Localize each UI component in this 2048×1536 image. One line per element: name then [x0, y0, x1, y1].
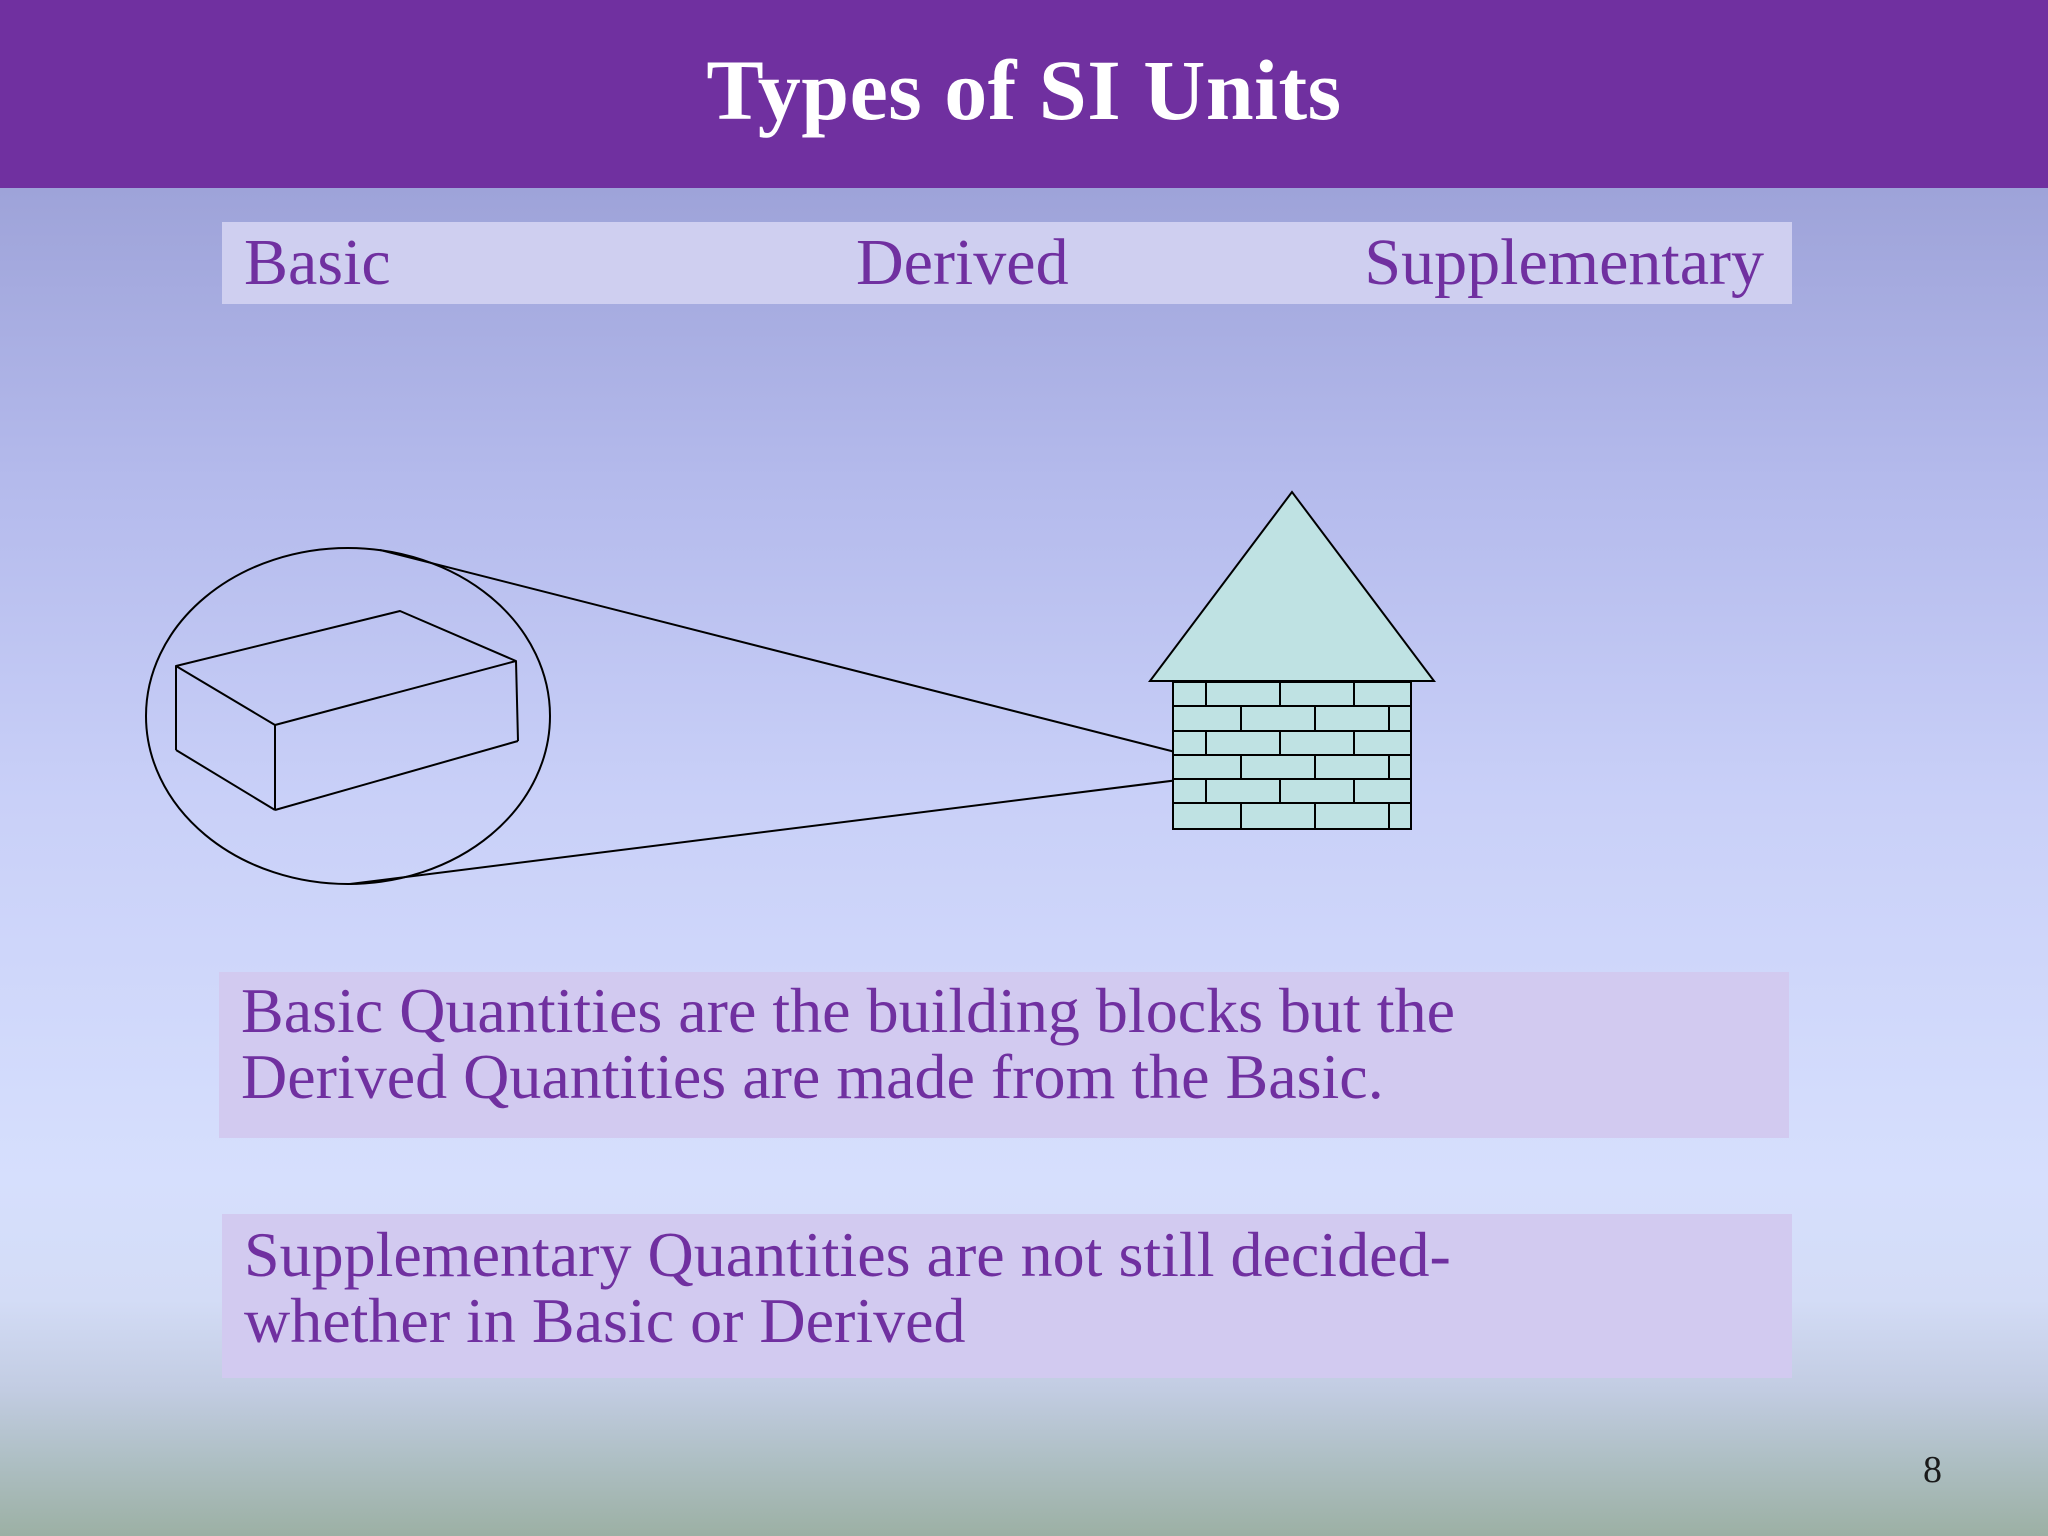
- supplementary-note-line1: Supplementary Quantities are not still d…: [244, 1219, 1451, 1290]
- supplementary-note: Supplementary Quantities are not still d…: [222, 1214, 1792, 1378]
- connector-line-bottom: [349, 770, 1251, 885]
- slide-title: Types of SI Units: [706, 42, 1342, 138]
- category-derived: Derived: [856, 226, 1069, 299]
- basic-derived-note-line1: Basic Quantities are the building blocks…: [241, 975, 1455, 1046]
- connector-line-top: [379, 549, 1251, 772]
- basic-derived-note-line2: Derived Quantities are made from the Bas…: [241, 1041, 1384, 1112]
- brick-icon: [175, 610, 519, 811]
- title-bar: Types of SI Units: [0, 0, 2048, 188]
- page-number: 8: [1923, 1449, 1942, 1491]
- supplementary-note-line2: whether in Basic or Derived: [244, 1285, 966, 1356]
- basic-derived-note: Basic Quantities are the building blocks…: [219, 972, 1789, 1138]
- house-roof: [1147, 490, 1437, 682]
- category-supplementary: Supplementary: [1364, 226, 1764, 299]
- categories-bar: Basic Derived Supplementary: [222, 222, 1792, 304]
- category-basic: Basic: [244, 226, 391, 299]
- magnifier-ellipse: [145, 547, 551, 885]
- house-icon: [1147, 490, 1437, 830]
